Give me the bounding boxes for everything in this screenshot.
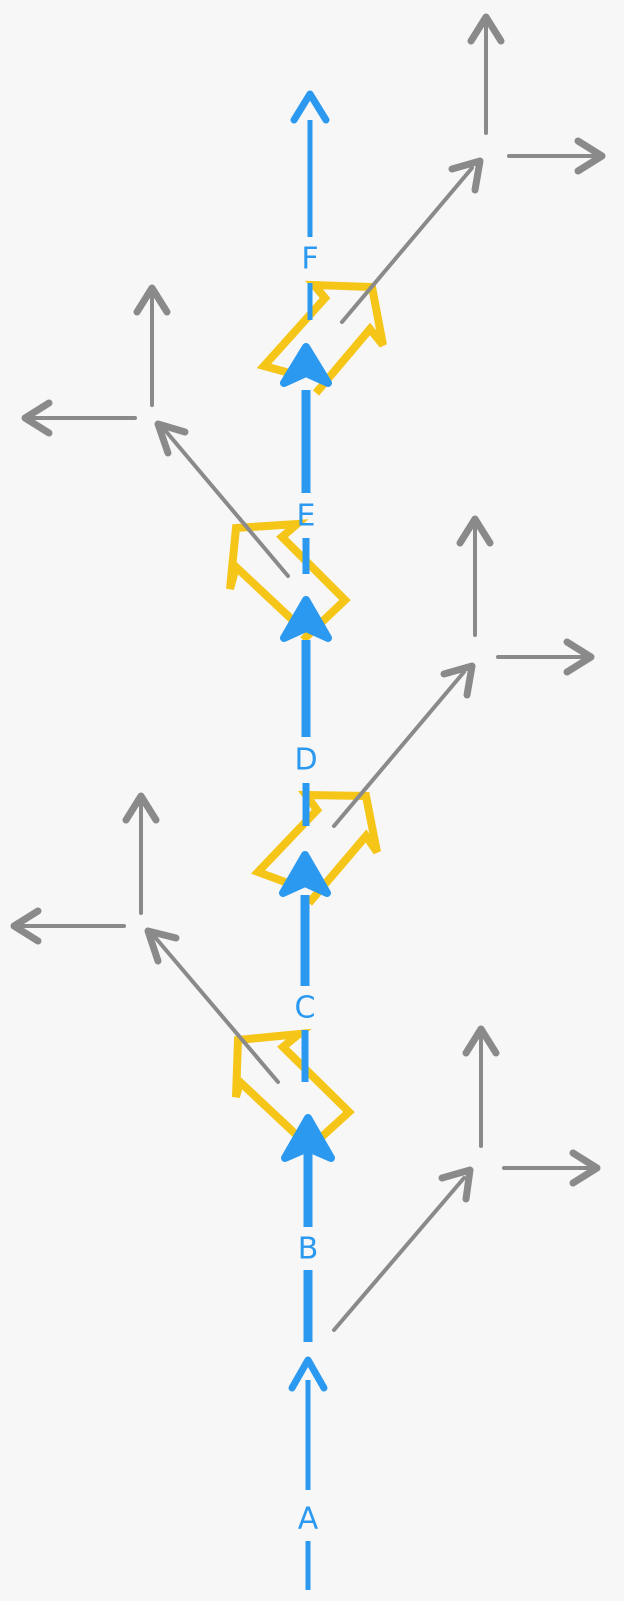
turn-outline-3 <box>226 519 351 643</box>
direction-hint-f <box>340 13 606 324</box>
segment-a-label: A <box>298 1502 319 1537</box>
direction-hint-c <box>10 792 280 1084</box>
segment-e-label: E <box>297 499 316 534</box>
direction-hint-e <box>21 284 290 578</box>
segment-b-label: B <box>298 1232 319 1267</box>
segment-d-arrowhead-icon <box>280 596 332 642</box>
diagonal-arrowhead-icon <box>440 662 476 699</box>
segment-d-label: D <box>294 743 317 778</box>
segment-b: B <box>281 1114 335 1342</box>
segment-a: A <box>288 1356 328 1590</box>
diagonal-arrowhead-icon <box>144 927 180 965</box>
right-arrowhead-icon <box>574 137 606 175</box>
segment-e: E <box>280 343 332 574</box>
turn-outline-1 <box>232 1028 355 1156</box>
segment-f-arrowhead-icon <box>290 90 330 124</box>
up-arrowhead-icon <box>467 13 505 45</box>
direction-hint-d <box>332 515 595 828</box>
segment-c-label: C <box>295 991 316 1026</box>
left-arrowhead-icon <box>10 907 42 945</box>
diagonal-arrowhead-icon <box>448 157 484 194</box>
diagonal-arrow-icon <box>332 670 466 828</box>
segment-a-arrowhead-icon <box>288 1356 328 1392</box>
diagonal-arrow-icon <box>162 427 290 578</box>
up-arrowhead-icon <box>133 284 171 316</box>
right-arrowhead-icon <box>563 638 595 676</box>
segment-f-label: F <box>301 242 318 277</box>
turn-outline-2 <box>250 790 381 906</box>
up-arrowhead-icon <box>456 515 494 547</box>
right-arrowhead-icon <box>569 1149 601 1187</box>
up-arrowhead-icon <box>122 792 160 824</box>
segment-d: D <box>280 596 332 826</box>
up-arrowhead-icon <box>462 1025 500 1057</box>
segment-b-arrowhead-icon <box>281 1114 335 1162</box>
segment-c-arrowhead-icon <box>279 851 331 897</box>
segment-c: C <box>279 851 331 1082</box>
diagonal-arrow-icon <box>152 934 280 1084</box>
diagonal-arrowhead-icon <box>154 420 189 457</box>
diagonal-arrowhead-icon <box>438 1166 474 1203</box>
direction-hint-b <box>332 1025 601 1332</box>
segment-e-arrowhead-icon <box>280 343 332 387</box>
diagonal-arrow-icon <box>340 166 474 324</box>
left-arrowhead-icon <box>21 399 53 437</box>
turn-outline-4 <box>256 280 387 396</box>
segment-f: F <box>290 90 330 320</box>
diagonal-arrow-icon <box>332 1176 466 1332</box>
